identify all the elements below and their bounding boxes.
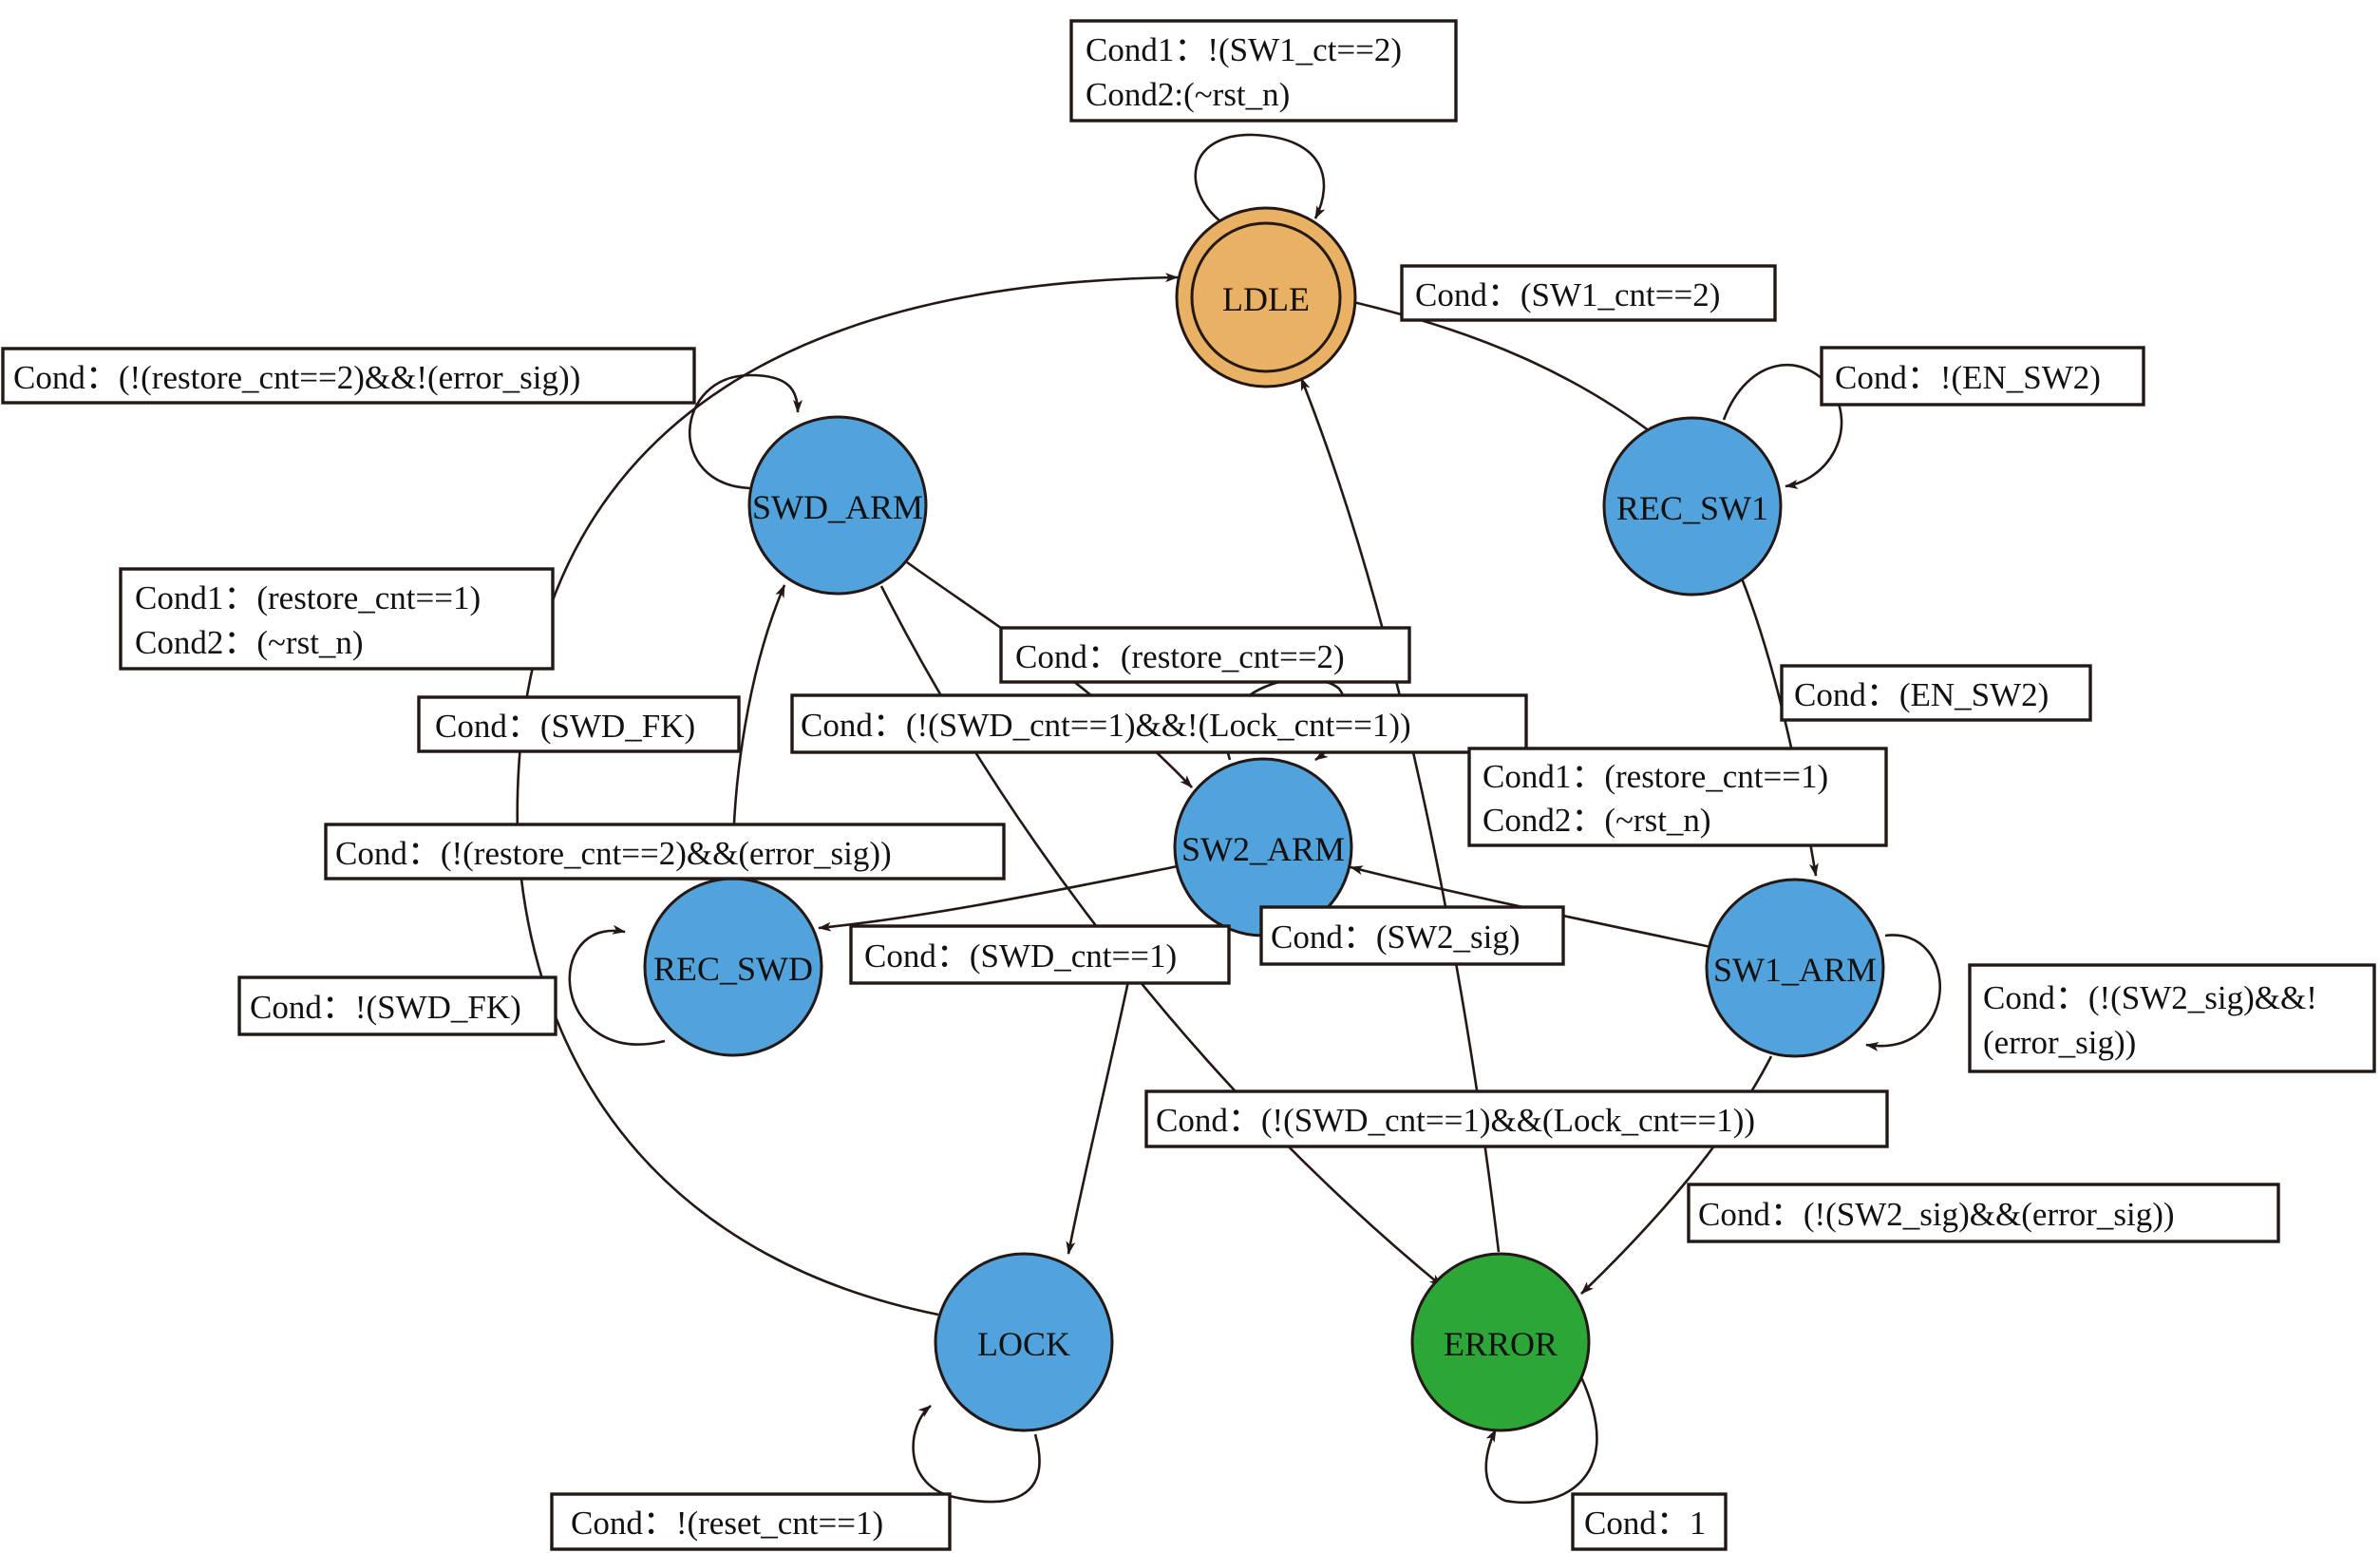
state-rec-sw1-label: REC_SW1 [1616,489,1768,527]
label-lock-self: Cond：!(reset_cnt==1) [550,1492,952,1551]
label-ldle-to-rec-sw1-text: Cond：(SW1_cnt==2) [1415,276,1720,313]
label-error-self: Cond：1 [1571,1492,1728,1551]
state-rec-swd-label: REC_SWD [653,950,813,988]
label-rec-sw1-self-text: Cond：!(EN_SW2) [1835,359,2101,396]
label-sw1-arm-self-line1: Cond：(!(SW2_sig)&&! [1983,979,2317,1016]
edge-ldle-to-rec-sw1 [1352,300,1658,439]
label-sw2-arm-self-text: Cond：(!(SWD_cnt==1)&&!(Lock_cnt==1)) [801,707,1411,744]
label-sw1-arm-self-line2: (error_sig)) [1983,1024,2136,1061]
state-sw1-arm: SW1_ARM [1705,878,1885,1058]
label-swd-arm-to-sw2-arm-text: Cond：(restore_cnt==2) [1015,638,1345,675]
edge-lock-to-ldle [516,273,1179,1316]
label-swd-arm-to-error-text: Cond：(!(restore_cnt==2)&&(error_sig)) [335,835,892,872]
label-sw1-arm-self: Cond：(!(SW2_sig)&&! (error_sig)) [1968,963,2376,1073]
label-swd-arm-to-sw2-arm: Cond：(restore_cnt==2) [999,626,1411,684]
edge-sw1-arm-to-error [1580,1055,1773,1295]
label-ldle-self-line2: Cond2:(~rst_n) [1086,76,1290,113]
label-lock-self-text: Cond：!(reset_cnt==1) [571,1505,883,1542]
state-ldle: LDLE [1175,206,1357,388]
state-sw2-arm-label: SW2_ARM [1181,830,1345,868]
state-rec-swd: REC_SWD [643,877,823,1057]
state-ldle-circle [1175,206,1357,388]
edge-swd-arm-to-error [879,585,1443,1288]
label-sw2-arm-to-lock: Cond：(!(SWD_cnt==1)&&(Lock_cnt==1)) [1144,1089,1889,1148]
label-rec-swd-self-text: Cond：!(SWD_FK) [250,989,521,1026]
state-swd-arm: SWD_ARM [747,415,928,596]
label-lock-to-ldle: Cond1：(restore_cnt==1) Cond2：(~rst_n) [119,567,555,671]
state-error-label: ERROR [1444,1325,1558,1363]
label-rec-swd-self: Cond：!(SWD_FK) [237,975,557,1036]
label-ldle-to-rec-sw1: Cond：(SW1_cnt==2) [1400,264,1777,322]
state-error-circle [1410,1252,1591,1432]
state-sw1-arm-label: SW1_ARM [1713,951,1877,989]
label-lock-to-ldle-line1: Cond1：(restore_cnt==1) [135,579,481,616]
state-rec-sw1-circle [1602,416,1783,597]
label-sw2-arm-self: Cond：(!(SWD_cnt==1)&&!(Lock_cnt==1)) [790,693,1528,754]
edge-error-self [1484,1376,1598,1505]
state-lock-circle [934,1252,1114,1432]
label-rec-sw1-to-sw1-arm-text: Cond：(EN_SW2) [1794,676,2049,713]
label-sw1-arm-to-error-text: Cond：(!(SW2_sig)&&(error_sig)) [1698,1196,2175,1233]
label-error-self-text: Cond：1 [1584,1505,1706,1542]
label-sw2-arm-to-rec-swd-text: Cond：(SWD_cnt==1) [864,937,1177,975]
edge-sw2-arm-to-rec-swd [818,864,1179,932]
label-sw1-arm-to-error: Cond：(!(SW2_sig)&&(error_sig)) [1687,1183,2280,1243]
state-lock: LOCK [934,1252,1114,1432]
label-rec-sw1-self: Cond：!(EN_SW2) [1820,346,2145,407]
edge-sw1-arm-to-sw2-arm [1350,865,1716,950]
label-sw2-arm-to-lock-text: Cond：(!(SWD_cnt==1)&&(Lock_cnt==1)) [1156,1102,1755,1139]
state-sw2-arm: SW2_ARM [1173,757,1353,937]
state-swd-arm-label: SWD_ARM [752,488,923,526]
edge-swd-arm-self [688,373,803,490]
label-error-to-ldle-line2: Cond2：(~rst_n) [1483,802,1711,839]
label-ldle-self: Cond1：!(SW1_ct==2) Cond2:(~rst_n) [1069,19,1458,123]
label-sw1-arm-to-sw2-arm-text: Cond：(SW2_sig) [1271,919,1521,956]
label-ldle-self-line1: Cond1：!(SW1_ct==2) [1086,31,1402,68]
label-error-to-ldle: Cond1：(restore_cnt==1) Cond2：(~rst_n) [1467,747,1888,847]
edge-rec-swd-self [568,924,666,1046]
label-lock-to-ldle-line2: Cond2：(~rst_n) [135,624,364,661]
label-sw1-arm-to-sw2-arm: Cond：(SW2_sig) [1259,905,1565,966]
state-swd-arm-circle [747,415,928,596]
label-swd-arm-self-text: Cond：(!(restore_cnt==2)&&!(error_sig)) [13,359,580,396]
edge-sw1-arm-self [1865,934,1941,1051]
state-lock-label: LOCK [977,1325,1070,1363]
label-rec-swd-to-swd-arm-text: Cond：(SWD_FK) [435,708,695,745]
label-swd-arm-self: Cond：(!(restore_cnt==2)&&!(error_sig)) [1,347,696,405]
edge-ldle-self [1194,133,1326,227]
state-rec-sw1: REC_SW1 [1602,416,1783,597]
label-rec-sw1-to-sw1-arm: Cond：(EN_SW2) [1780,664,2092,722]
label-swd-arm-to-error: Cond：(!(restore_cnt==2)&&(error_sig)) [324,823,1006,881]
state-ldle-label: LDLE [1222,280,1310,318]
state-sw1-arm-circle [1705,878,1885,1058]
label-rec-swd-to-swd-arm: Cond：(SWD_FK) [417,695,741,753]
label-error-to-ldle-line1: Cond1：(restore_cnt==1) [1483,758,1828,795]
label-sw2-arm-to-rec-swd: Cond：(SWD_cnt==1) [849,924,1231,985]
state-error: ERROR [1410,1252,1591,1432]
state-ldle-inner-ring [1190,221,1342,373]
